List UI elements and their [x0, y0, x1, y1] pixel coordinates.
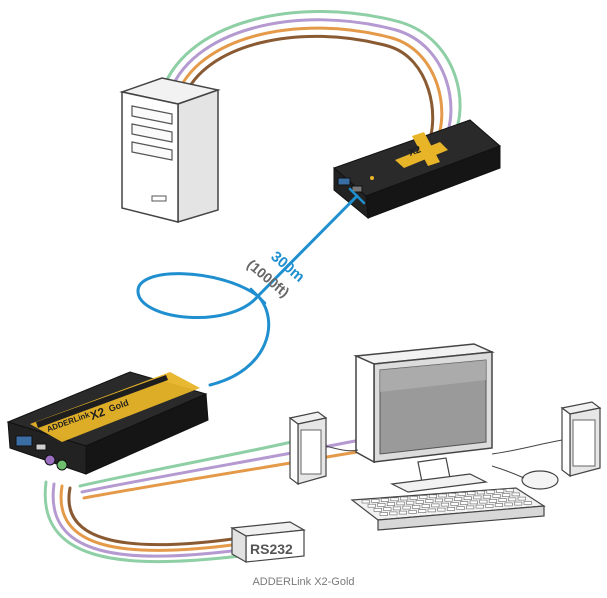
keyboard: [350, 487, 546, 531]
keyboard-key: [400, 496, 409, 501]
local-unit-ps2-port: [44, 454, 56, 466]
keyboard-key: [492, 494, 501, 498]
keyboard-key: [467, 491, 476, 496]
keyboard-key: [421, 504, 430, 508]
keyboard-key: [386, 502, 396, 507]
keyboard-key: [508, 497, 517, 502]
keyboard-key: [457, 492, 466, 496]
keyboard-key: [389, 511, 398, 516]
pc-tower: [119, 77, 221, 224]
keyboard-key: [444, 497, 453, 502]
keyboard-key: [456, 506, 465, 510]
keyboard-key: [466, 505, 475, 510]
keyboard-key: [428, 494, 438, 499]
remote-unit-led: [370, 176, 374, 180]
remote-extender-unit: X2: [333, 119, 501, 220]
keyboard-key: [373, 508, 382, 512]
local-unit-model-label: X2: [88, 405, 107, 423]
keyboard-key: [427, 508, 436, 513]
keyboard-key: [396, 501, 405, 506]
keyboard-key: [367, 503, 376, 508]
rs232-label: RS232: [250, 541, 293, 557]
keyboard-key: [485, 504, 494, 508]
keyboard-key: [469, 500, 478, 505]
speaker-wire: [491, 439, 563, 455]
diagram-caption: ADDERLink X2-Gold: [252, 576, 355, 588]
rs232-device: RS232: [230, 521, 306, 564]
speaker-wire: [325, 445, 359, 452]
keyboard-key: [419, 495, 428, 499]
keyboard-key: [392, 506, 402, 511]
keyboard-key: [498, 498, 507, 502]
keyboard-key: [517, 496, 526, 501]
local-unit-ps2-port: [56, 459, 68, 471]
keyboard-key: [380, 498, 390, 502]
keyboard-key: [482, 494, 492, 499]
keyboard-key: [511, 492, 520, 497]
keyboard-key: [377, 503, 386, 507]
pc-cable-bundle: [158, 10, 462, 146]
keyboard-key: [418, 509, 427, 513]
keyboard-key: [505, 488, 514, 493]
keyboard-key: [379, 512, 388, 516]
keyboard-key: [446, 507, 456, 511]
keyboard-key: [514, 501, 523, 506]
keyboard-key: [504, 502, 513, 507]
keyboard-key: [488, 499, 498, 503]
local-unit-vga-port: [15, 435, 33, 447]
keyboard-key: [406, 500, 415, 505]
keyboard-key: [402, 505, 411, 510]
remote-unit-model-label: X2: [407, 144, 423, 159]
keyboard-key: [450, 502, 459, 506]
keyboard-key: [438, 493, 447, 498]
keyboard-key: [440, 502, 450, 507]
keyboard-key: [476, 490, 486, 495]
monitor: [353, 343, 495, 493]
keyboard-key: [475, 504, 484, 509]
keyboard-key: [412, 505, 421, 509]
keyboard-key: [494, 503, 504, 507]
keyboard-key: [473, 495, 482, 500]
keyboard-key: [523, 501, 532, 505]
keyboard-key: [409, 495, 418, 500]
local-extender-unit: ADDERLink X2 Gold: [6, 371, 209, 475]
keyboard-key: [437, 507, 446, 512]
keyboard-key: [486, 489, 495, 494]
left-speaker: [288, 411, 328, 486]
local-unit-port: [35, 443, 47, 451]
keyboard-key: [434, 498, 444, 503]
keyboard-key: [415, 500, 424, 504]
keyboard-key: [496, 489, 505, 493]
keyboard-keys: [361, 488, 532, 516]
keyboard-key: [448, 492, 457, 497]
keyboard-key: [479, 499, 488, 504]
keyboard-key: [463, 496, 472, 501]
keyboard-key: [398, 510, 408, 515]
keyboard-key: [502, 493, 511, 498]
keyboard-key: [361, 499, 370, 504]
keyboard-key: [460, 501, 469, 505]
link-cable: [136, 187, 366, 387]
remote-unit-port: [351, 185, 363, 193]
keyboard-key: [408, 510, 417, 514]
keyboard-key: [383, 507, 392, 511]
keyboard-key: [431, 503, 440, 508]
keyboard-key: [425, 499, 434, 504]
keyboard-key: [371, 498, 380, 503]
keyboard-key: [390, 497, 399, 502]
keyboard-key: [454, 497, 463, 501]
mouse: [491, 465, 559, 490]
remote-unit-port: [337, 177, 351, 186]
right-speaker: [560, 401, 602, 478]
